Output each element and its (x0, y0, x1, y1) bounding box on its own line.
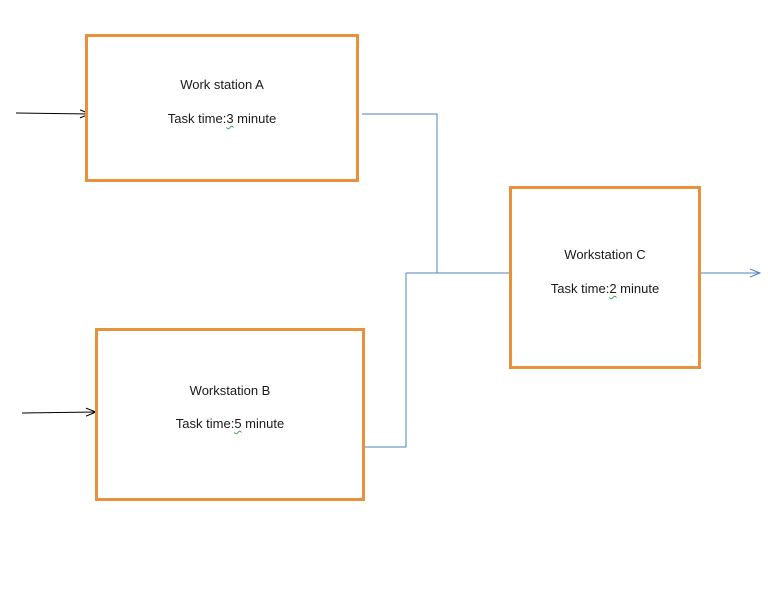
workstation-b-name: Workstation B (189, 383, 271, 398)
task-time-label: Task time: (167, 111, 227, 126)
workstation-a-name: Work station A (180, 77, 264, 92)
input-arrow-a (15, 113, 90, 114)
workstation-a-box: Work station A Task time:3 minute (85, 34, 359, 182)
connector-a-to-c (362, 113, 438, 273)
workstation-c-box: Workstation C Task time:2 minute (509, 186, 701, 369)
workstation-b-task-time: Task time:5 minute (98, 416, 362, 431)
workstation-c-name: Workstation C (564, 247, 646, 262)
workstation-b-box: Workstation B Task time:5 minute (95, 328, 365, 501)
task-time-unit: minute (616, 281, 660, 296)
connector-b-to-c (365, 273, 407, 448)
task-time-label: Task time: (175, 416, 235, 431)
task-time-value: 2 (609, 281, 617, 296)
task-time-unit: minute (241, 416, 285, 431)
workstation-a-task-time: Task time:3 minute (88, 111, 356, 126)
task-time-unit: minute (233, 111, 277, 126)
task-time-value: 3 (226, 111, 234, 126)
input-arrow-b (21, 412, 96, 413)
task-time-label: Task time: (550, 281, 610, 296)
task-time-value: 5 (234, 416, 242, 431)
workstation-c-task-time: Task time:2 minute (512, 281, 698, 296)
